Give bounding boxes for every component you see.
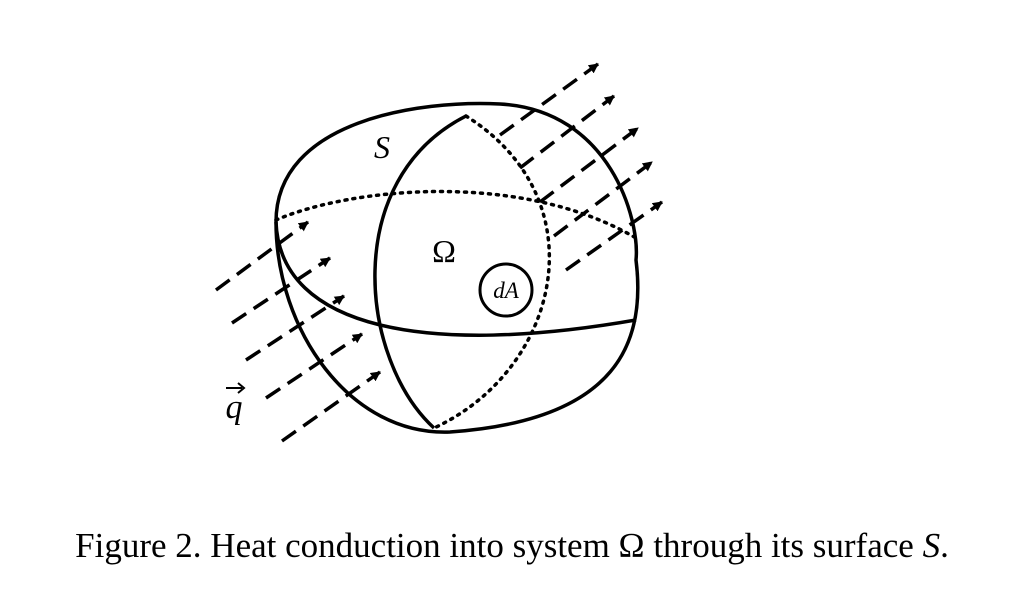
incoming-flux-arrow [280, 370, 382, 443]
front-meridian-arc [373, 114, 467, 430]
back-equator-arc [274, 189, 638, 240]
figure-caption: Figure 2. Heat conduction into system Ω … [0, 526, 1024, 566]
outgoing-flux-arrow [518, 94, 616, 170]
flux-vector-label: q [226, 382, 246, 426]
caption-end: . [940, 526, 949, 565]
outgoing-flux-arrow [498, 62, 600, 137]
back-meridian-arc [432, 114, 551, 430]
incoming-flux-arrow [265, 332, 363, 400]
hidden-edges [274, 114, 638, 430]
system-label: Ω [432, 233, 456, 269]
area-element-label: dA [493, 278, 520, 303]
front-equator-arc [274, 221, 637, 337]
caption-text: Figure 2. Heat conduction into system Ω … [75, 526, 923, 565]
body-outline [274, 101, 640, 434]
surface-edges [274, 101, 640, 434]
flux-letter: q [226, 389, 243, 426]
surface-label: S [374, 129, 390, 165]
vector-arrow-icon [226, 382, 246, 394]
incoming-flux-arrow [245, 294, 345, 362]
outgoing-flux-arrow [564, 200, 664, 272]
caption-surface-symbol: S [922, 526, 941, 565]
area-element-circle [478, 262, 534, 318]
outgoing-flux-arrow [538, 126, 640, 204]
incoming-flux-arrow [214, 220, 310, 292]
outgoing-flux-arrow [552, 160, 654, 238]
incoming-flux-arrows [214, 220, 382, 443]
outgoing-flux-arrows [498, 62, 664, 272]
incoming-flux-arrow [231, 256, 331, 325]
